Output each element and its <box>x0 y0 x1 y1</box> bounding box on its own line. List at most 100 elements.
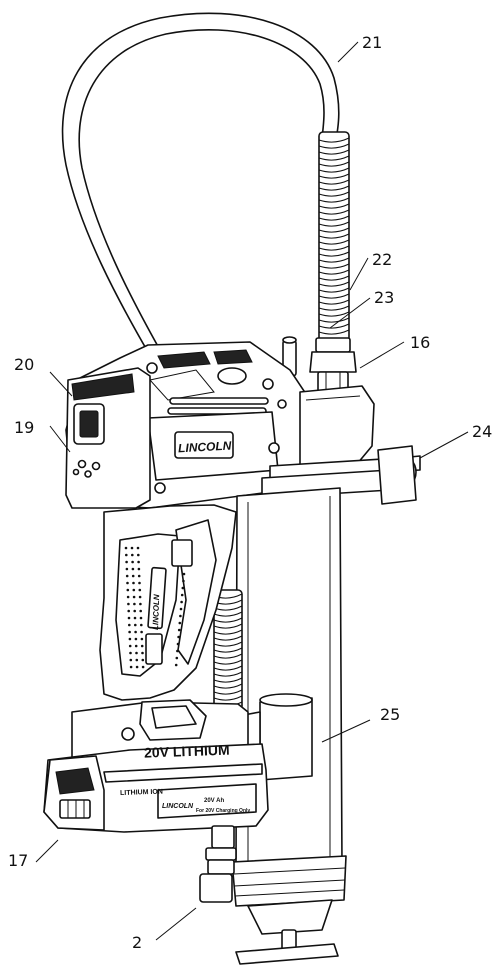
coil-ring <box>318 281 350 287</box>
hose-coupler <box>309 337 357 393</box>
coil-ring <box>318 197 350 203</box>
callout-23: 23 <box>374 288 394 307</box>
grip-texture-dot <box>136 546 140 550</box>
coil-ring <box>318 137 350 143</box>
grip-texture-dot <box>125 560 128 564</box>
spring-coil-barrel <box>213 589 243 711</box>
coil-ring <box>318 179 350 185</box>
grip-texture-dot <box>126 581 129 585</box>
grip-texture-dot <box>135 658 139 662</box>
coil-ring <box>318 209 350 215</box>
coil-ring <box>318 287 350 293</box>
grip-texture-dot <box>137 553 140 557</box>
coil-ring <box>318 257 350 263</box>
grip-texture-dot <box>129 658 133 662</box>
grip-texture-dot <box>134 644 138 648</box>
coil-ring <box>213 629 243 635</box>
coil-ring <box>213 695 243 701</box>
grip-texture-dot <box>176 649 179 653</box>
grip-texture-dot <box>141 651 144 655</box>
coil-ring <box>318 317 350 323</box>
callout-2: 2 <box>132 933 142 952</box>
hose-spring-guard <box>318 131 350 343</box>
leader-lines <box>35 41 469 941</box>
coil-ring <box>318 233 350 239</box>
grip-texture-dot <box>137 567 141 571</box>
brand-label-head: LINCOLN <box>178 439 232 456</box>
grip-texture-dot <box>128 630 131 634</box>
grip-texture-dot <box>137 560 140 564</box>
grip-texture-dot <box>125 574 129 578</box>
coil-ring <box>213 647 243 653</box>
coil-ring <box>318 239 350 245</box>
grip-texture-dot <box>179 614 182 618</box>
coil-ring <box>318 245 350 251</box>
grip-texture-dot <box>129 651 132 655</box>
grip-texture-dot <box>135 651 138 655</box>
coil-ring <box>318 293 350 299</box>
grip-texture-dot <box>177 635 180 639</box>
coil-ring <box>213 683 243 689</box>
grip-texture-dot <box>127 609 130 613</box>
grip-texture-dot <box>181 586 185 590</box>
coil-ring <box>213 665 243 671</box>
battery-pack-label: LITHIUM ION <box>120 789 163 797</box>
grip-texture-dot <box>128 644 132 648</box>
grip-texture-dot <box>133 602 136 606</box>
grip-texture-dot <box>134 630 137 634</box>
coil-ring <box>318 167 350 173</box>
callout-labels: 21 22 23 16 20 19 24 25 17 2 <box>8 33 492 952</box>
grip-texture-dot <box>133 616 137 620</box>
coil-ring <box>213 623 243 629</box>
grip-texture-dot <box>129 665 133 669</box>
grip-texture-dot <box>125 553 128 557</box>
grip-texture-dot <box>140 637 144 641</box>
coil-ring <box>318 149 350 155</box>
coil-ring <box>318 305 350 311</box>
coil-ring <box>318 299 350 305</box>
coil-ring <box>318 215 350 221</box>
grip-texture-dot <box>125 567 129 571</box>
coil-ring <box>318 323 350 329</box>
grip-texture-dot <box>139 616 143 620</box>
grip-texture-dot <box>127 616 131 620</box>
grip-texture-dot <box>128 637 132 641</box>
coil-ring <box>318 191 350 197</box>
grip-texture-dot <box>175 656 179 660</box>
callout-19: 19 <box>14 418 34 437</box>
grip-texture-dot <box>176 642 180 646</box>
grip-texture-dot <box>140 623 143 627</box>
grip-texture-dot <box>131 567 135 571</box>
grip-texture-dot <box>126 595 130 599</box>
grip-texture-dot <box>180 600 183 604</box>
grip-texture-dot <box>133 609 136 613</box>
grip-texture-dot <box>135 665 139 669</box>
grip-texture-dot <box>174 663 178 667</box>
coil-ring <box>213 671 243 677</box>
grip-texture-dot <box>179 607 183 611</box>
grip-texture-dot <box>128 623 131 627</box>
display-module <box>65 367 151 509</box>
grip-texture-dot <box>132 588 136 592</box>
follower-rod-collar <box>261 445 421 505</box>
grip-texture-dot <box>132 595 136 599</box>
battery-spec-label: 20V Ah <box>204 798 224 804</box>
grip-texture-dot <box>131 560 134 564</box>
coil-ring <box>318 161 350 167</box>
grip-texture-dot <box>138 581 141 585</box>
grip-texture-dot <box>137 574 141 578</box>
grip-texture-dot <box>180 593 184 597</box>
coil-ring <box>213 617 243 623</box>
coil-ring <box>213 677 243 683</box>
grip-texture-dot <box>132 581 135 585</box>
grip-texture-dot <box>182 579 185 583</box>
hose <box>61 12 340 353</box>
coil-ring <box>213 611 243 617</box>
coil-ring <box>318 329 350 335</box>
callout-17: 17 <box>8 851 28 870</box>
callout-16: 16 <box>410 333 430 352</box>
grip-texture-dot <box>141 658 145 662</box>
grip-texture-dot <box>138 588 142 592</box>
callout-25: 25 <box>380 705 400 724</box>
coil-ring <box>318 143 350 149</box>
